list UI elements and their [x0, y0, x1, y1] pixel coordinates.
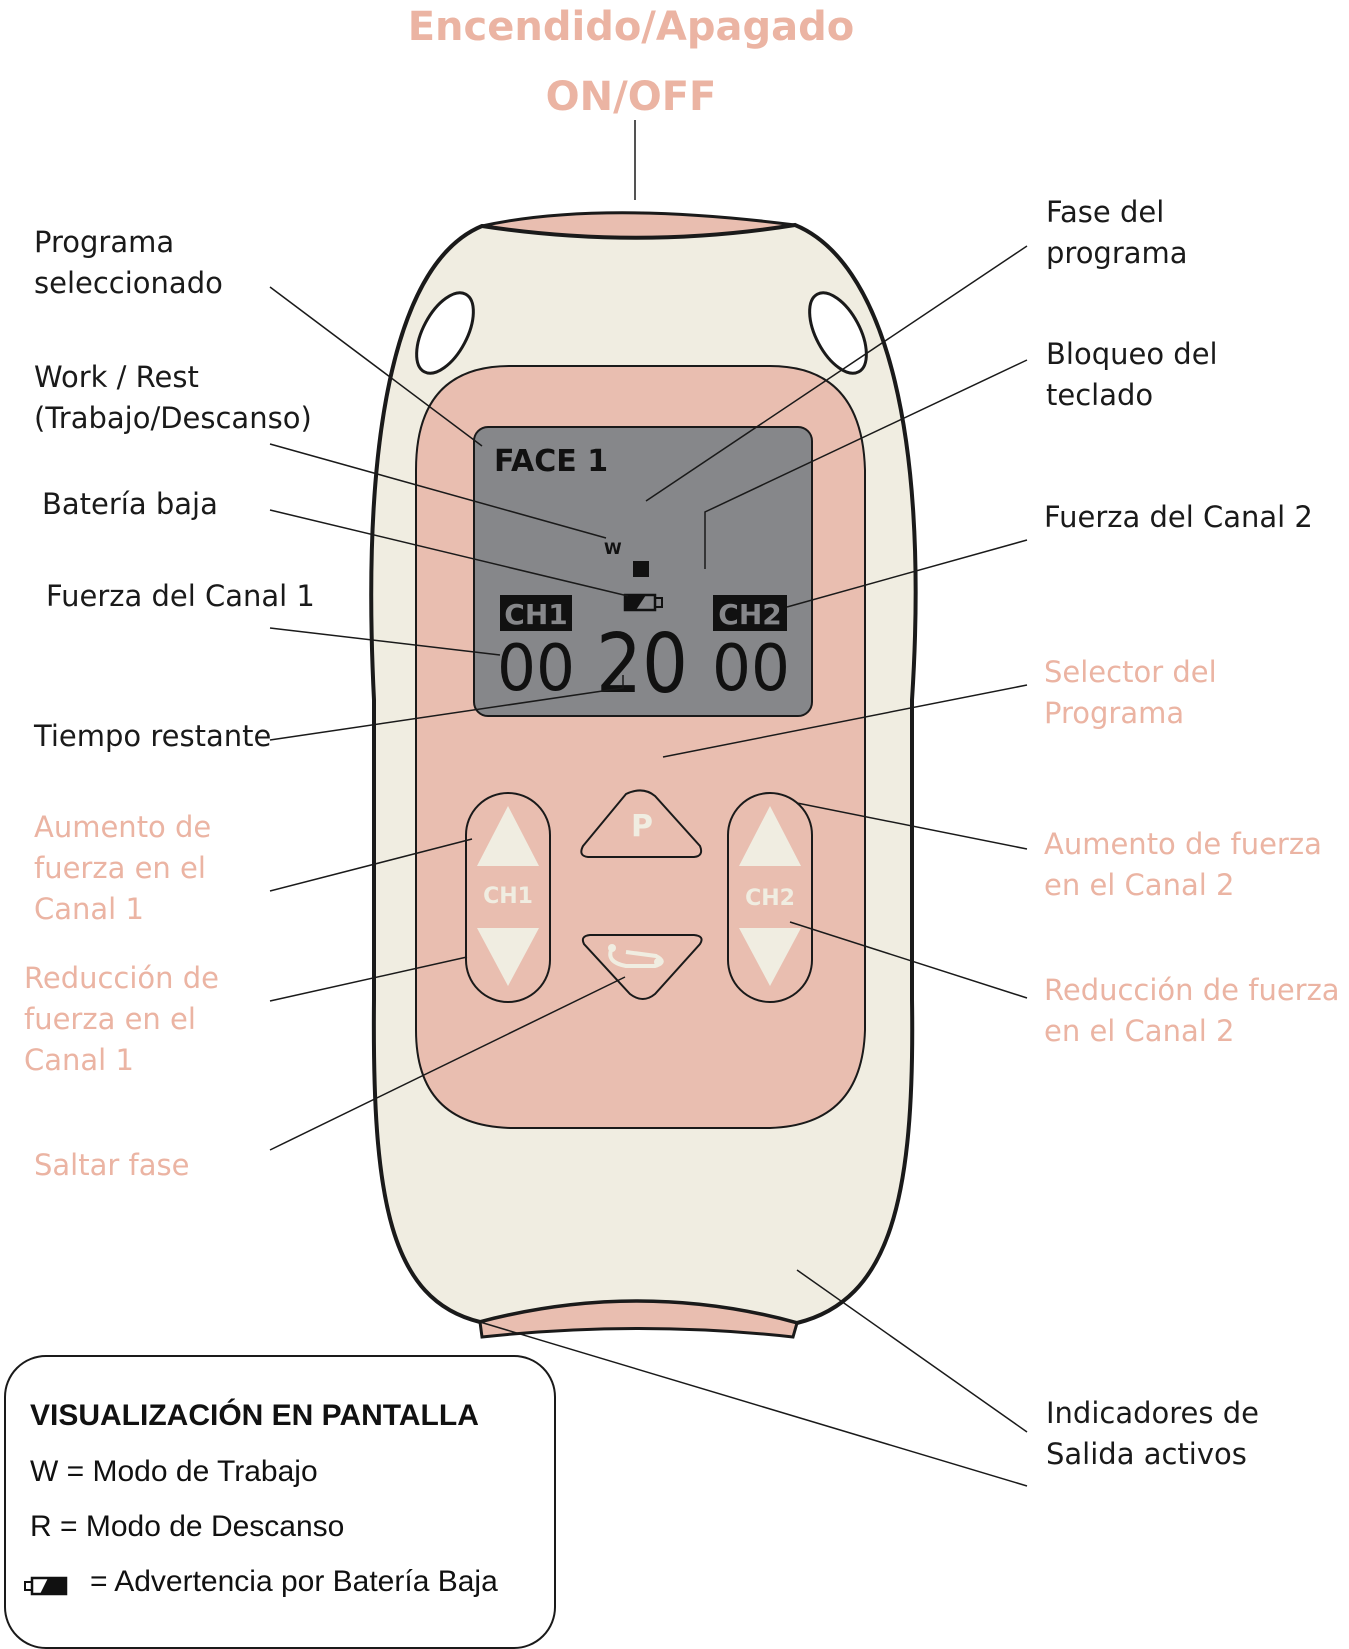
label-aumento-canal-2: Aumento de fuerza en el Canal 2 — [1044, 827, 1322, 902]
ch1-button-label: CH1 — [483, 884, 533, 909]
label-fase-programa: Fase del programa — [1046, 195, 1188, 270]
ch1-button-group: CH1 — [465, 792, 551, 1003]
label-saltar-fase: Saltar fase — [34, 1148, 190, 1182]
legend-item-work: W = Modo de Trabajo — [30, 1455, 318, 1488]
leader-lines — [269, 120, 1028, 1487]
ch2-strength-value: 00 — [712, 632, 790, 706]
battery-low-icon — [623, 593, 663, 612]
legend-item-battery: = Advertencia por Batería Baja — [90, 1565, 498, 1598]
legend-heading: VISUALIZACIÓN EN PANTALLA — [30, 1399, 479, 1432]
power-title-line2: ON/OFF — [545, 74, 717, 120]
ch2-button-label: CH2 — [745, 886, 795, 911]
label-reduccion-canal-1: Reducción de fuerza en el Canal 1 — [24, 961, 220, 1077]
ch2-decrease-button[interactable] — [739, 928, 801, 986]
ch2-tag — [713, 595, 787, 631]
ch1-tag-label: CH1 — [504, 598, 567, 631]
program-button-label: P — [631, 809, 653, 844]
label-reduccion-canal-2: Reducción de fuerza en el Canal 2 — [1044, 973, 1340, 1048]
label-bateria-baja: Batería baja — [42, 487, 218, 521]
screen-legend-box: VISUALIZACIÓN EN PANTALLA W = Modo de Tr… — [4, 1355, 556, 1649]
ch2-button-group: CH2 — [727, 792, 813, 1003]
program-selector-button[interactable]: P — [580, 789, 703, 858]
keypad-lock-indicator — [633, 561, 649, 577]
label-indicadores-salida: Indicadores de Salida activos — [1046, 1396, 1259, 1471]
skip-phase-button[interactable] — [581, 934, 703, 1000]
strap-hole-right — [808, 291, 868, 375]
legend-item-rest: R = Modo de Descanso — [30, 1510, 345, 1543]
label-tiempo-restante: Tiempo restante — [34, 719, 272, 753]
battery-low-icon — [24, 1576, 68, 1596]
ch2-increase-button[interactable] — [739, 806, 801, 866]
output-indicator — [478, 1299, 799, 1339]
power-title-line1: Encendido/Apagado — [407, 4, 855, 50]
program-name: FACE 1 — [494, 444, 608, 479]
label-programa-seleccionado: Programa seleccionado — [34, 225, 223, 300]
strap-hole-left — [415, 291, 475, 375]
skip-icon — [608, 947, 664, 968]
ch1-increase-button[interactable] — [477, 806, 539, 866]
label-fuerza-canal-1: Fuerza del Canal 1 — [46, 579, 315, 613]
label-work-rest: Work / Rest (Trabajo/Descanso) — [34, 360, 312, 435]
label-aumento-canal-1: Aumento de fuerza en el Canal 1 — [34, 810, 212, 926]
label-bloqueo-teclado: Bloqueo del teclado — [1046, 337, 1218, 412]
ch1-strength-value: 00 — [497, 632, 575, 706]
ch1-tag — [500, 595, 572, 631]
label-fuerza-canal-2: Fuerza del Canal 2 — [1044, 500, 1313, 534]
time-remaining-value: 20 — [596, 617, 688, 712]
label-selector-programa: Selector del Programa — [1044, 655, 1217, 730]
ch1-decrease-button[interactable] — [477, 928, 539, 986]
mode-letter: W — [604, 539, 622, 558]
ch2-tag-label: CH2 — [718, 598, 781, 631]
